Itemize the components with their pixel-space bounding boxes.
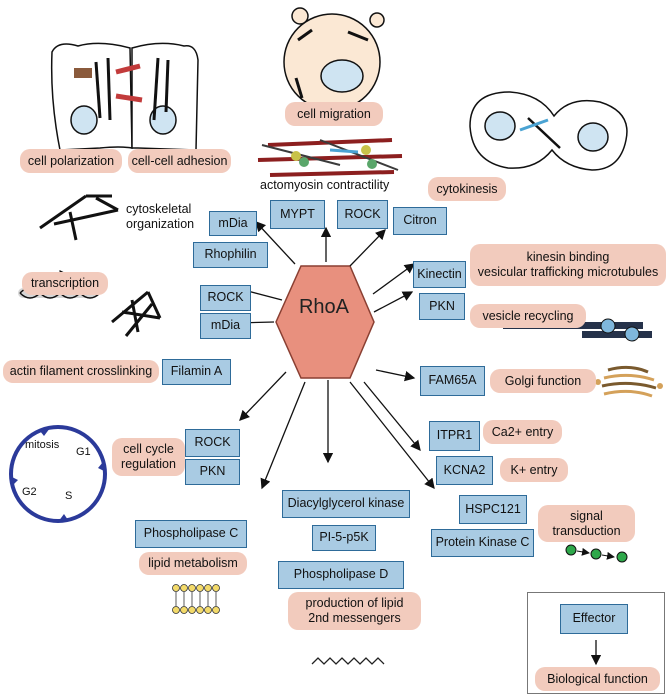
function-kinesin-binding: kinesin binding vesicular trafficking mi… xyxy=(470,244,666,286)
lipid-bilayer-icon xyxy=(172,584,220,614)
function-lipid-2nd-messengers: production of lipid 2nd messengers xyxy=(288,592,421,630)
function-vesicle-recycling: vesicle recycling xyxy=(470,304,586,328)
function-cytokinesis: cytokinesis xyxy=(428,177,506,201)
effector-citron: Citron xyxy=(393,207,447,235)
effector-rock-left: ROCK xyxy=(200,285,251,311)
legend-biological-function: Biological function xyxy=(535,667,660,691)
actin-mesh-icon xyxy=(111,290,162,337)
label-cytoskeletal-line-1: cytoskeletal xyxy=(126,202,192,216)
effector-protein-kinase-c: Protein Kinase C xyxy=(431,529,534,557)
label-cytoskeletal-line-2: organization xyxy=(126,217,195,231)
kinesin-line-2: vesicular trafficking microtubules xyxy=(477,265,659,279)
effector-phospholipase-c: Phospholipase C xyxy=(135,520,247,548)
actomyosin-filament-icon xyxy=(257,138,403,177)
signal-line-1: signal xyxy=(570,508,603,523)
cell-cycle-g2: G2 xyxy=(22,486,37,498)
cell-cycle-line-1: cell cycle xyxy=(123,442,174,456)
effector-rhophilin: Rhophilin xyxy=(193,242,268,268)
cell-cycle-s: S xyxy=(65,490,73,502)
legend-effector: Effector xyxy=(560,604,628,634)
effector-pkn-cell-cycle: PKN xyxy=(185,459,240,485)
function-cell-cell-adhesion: cell-cell adhesion xyxy=(128,149,231,173)
lipid-line-2: 2nd messengers xyxy=(308,611,401,625)
function-signal-transduction: signal transduction xyxy=(538,505,635,542)
function-ca-entry: Ca2+ entry xyxy=(483,420,562,444)
dividing-cell-icon xyxy=(469,91,628,171)
effector-pi-5-p5k: PI-5-p5K xyxy=(312,525,376,551)
lipid-line-1: production of lipid xyxy=(305,596,404,610)
effector-kcna2: KCNA2 xyxy=(436,456,493,485)
effector-kinectin: Kinectin xyxy=(413,261,466,288)
effector-phospholipase-d: Phospholipase D xyxy=(278,561,404,589)
effector-rock-top: ROCK xyxy=(337,200,388,229)
effector-mdia-top: mDia xyxy=(209,211,257,236)
effector-pkn-right: PKN xyxy=(419,293,465,320)
signal-cascade-icon xyxy=(565,544,628,563)
legend-box xyxy=(527,592,665,694)
polarized-cells-icon xyxy=(50,42,199,151)
lipid-chain-icon xyxy=(311,657,385,665)
effector-diacylglycerol-kinase: Diacylglycerol kinase xyxy=(282,490,410,518)
golgi-icon xyxy=(595,365,663,398)
rhoa-label: RhoA xyxy=(298,296,350,318)
kinesin-line-1: kinesin binding xyxy=(526,250,610,264)
cell-cycle-g1: G1 xyxy=(76,446,91,458)
function-golgi: Golgi function xyxy=(490,369,596,393)
function-cell-polarization: cell polarization xyxy=(20,149,122,173)
effector-rock-cell-cycle: ROCK xyxy=(185,429,240,457)
cell-cycle-line-2: regulation xyxy=(121,457,176,471)
function-cell-cycle-regulation: cell cycle regulation xyxy=(112,438,185,476)
function-cell-migration: cell migration xyxy=(285,102,383,126)
effector-hspc121: HSPC121 xyxy=(459,495,527,524)
function-lipid-metabolism: lipid metabolism xyxy=(139,552,247,575)
label-actomyosin: actomyosin contractility xyxy=(260,178,390,192)
effector-filamin-a: Filamin A xyxy=(162,359,231,385)
function-actin-crosslinking: actin filament crosslinking xyxy=(3,360,159,383)
migrating-cell-icon xyxy=(283,7,385,111)
cytoskeleton-mesh-icon xyxy=(39,194,119,241)
rhoa-hexagon xyxy=(275,265,375,379)
function-k-entry: K+ entry xyxy=(500,458,568,482)
signal-line-2: transduction xyxy=(552,523,621,538)
cell-cycle-icon xyxy=(9,425,107,523)
effector-mypt: MYPT xyxy=(270,200,325,229)
effector-mdia-left: mDia xyxy=(200,313,251,339)
function-transcription: transcription xyxy=(22,272,108,295)
cell-cycle-mitosis: mitosis xyxy=(25,439,60,451)
effector-fam65a: FAM65A xyxy=(420,366,485,396)
effector-itpr1: ITPR1 xyxy=(429,421,480,451)
